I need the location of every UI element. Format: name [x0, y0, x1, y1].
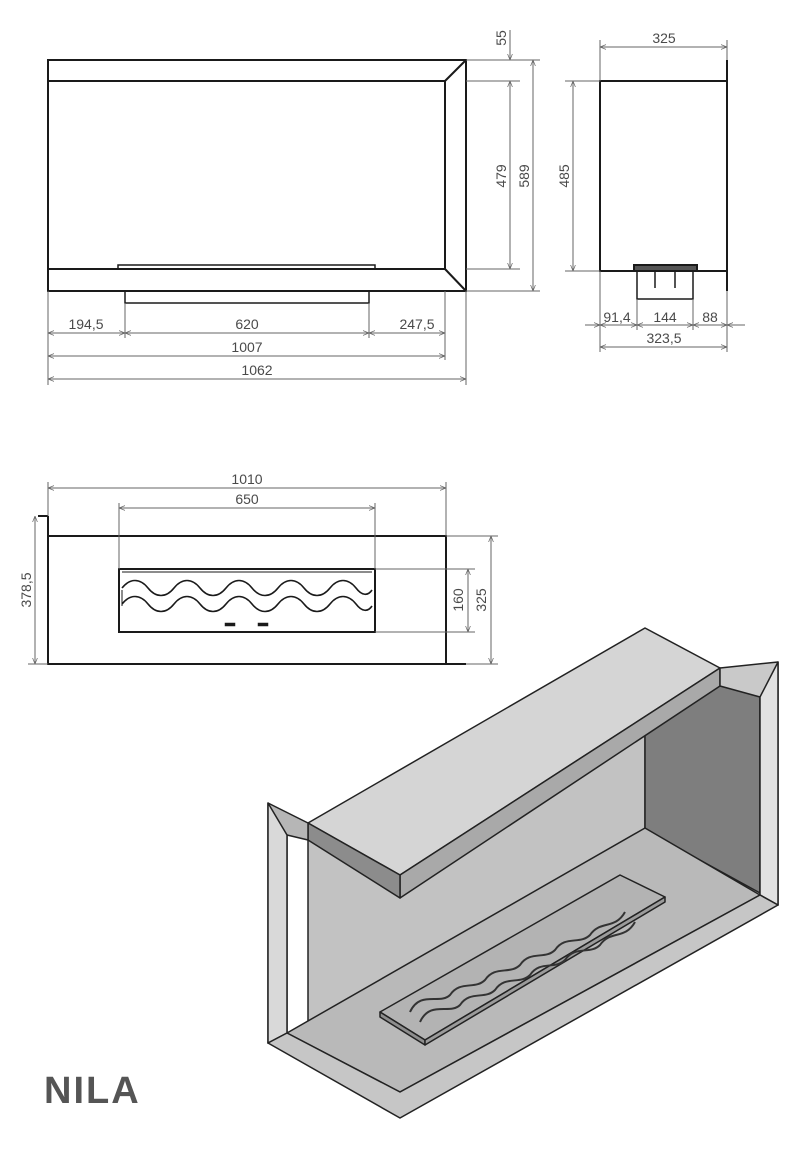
dim-side-right: 88 [702, 309, 718, 325]
top-slot-left [224, 622, 236, 627]
front-view [47, 59, 467, 304]
side-view [599, 60, 728, 300]
top-dimension-labels: 1010 650 378,5 160 325 [18, 471, 489, 612]
dim-side-depth: 325 [652, 30, 676, 46]
front-dimension-labels: 55 479 589 194,5 620 247,5 1007 1062 [68, 30, 532, 378]
dim-side-left: 91,4 [603, 309, 630, 325]
front-dimension-lines [47, 30, 540, 385]
dim-side-bottom-depth: 323,5 [646, 330, 681, 346]
dim-top-depth-left: 378,5 [18, 572, 34, 607]
dim-top-total-width: 1010 [231, 471, 262, 487]
dim-right-offset: 247,5 [399, 316, 434, 332]
side-burner-box [636, 270, 694, 300]
iso-bottom-frame [267, 894, 779, 1119]
dim-burner-width: 620 [235, 316, 259, 332]
iso-left-frame-bevel [267, 802, 288, 1044]
dim-top-depth-right: 325 [473, 588, 489, 612]
top-body [47, 535, 447, 665]
front-burner-top [117, 264, 376, 270]
front-outer-frame [47, 59, 467, 292]
dim-inner-height: 479 [493, 164, 509, 188]
brand-logo: NILA [44, 1070, 141, 1112]
dim-total-width: 1062 [241, 362, 272, 378]
dim-top-burner-width: 650 [235, 491, 259, 507]
top-dimension-lines [28, 482, 498, 665]
front-burner-base [124, 290, 370, 304]
side-dimension-lines [565, 40, 745, 352]
top-wave-lower [121, 595, 373, 613]
iso-burner-wave [409, 911, 626, 1013]
dim-inner-width: 1007 [231, 339, 262, 355]
iso-right-frame-bevel [759, 661, 779, 906]
side-dimension-labels: 325 485 91,4 144 88 323,5 [556, 30, 718, 346]
dim-left-offset: 194,5 [68, 316, 103, 332]
dim-top-rim: 55 [493, 30, 509, 46]
dim-side-height: 485 [556, 164, 572, 188]
top-slot-right [257, 622, 269, 627]
dim-side-burner: 144 [653, 309, 677, 325]
top-view [38, 515, 466, 665]
side-body [599, 80, 728, 272]
top-burner-tray [118, 568, 376, 633]
top-wave-upper [121, 579, 373, 597]
dim-total-height: 589 [516, 164, 532, 188]
isometric-view [267, 627, 779, 1119]
side-burner-top [633, 264, 698, 272]
dim-top-burner-depth: 160 [450, 588, 466, 612]
